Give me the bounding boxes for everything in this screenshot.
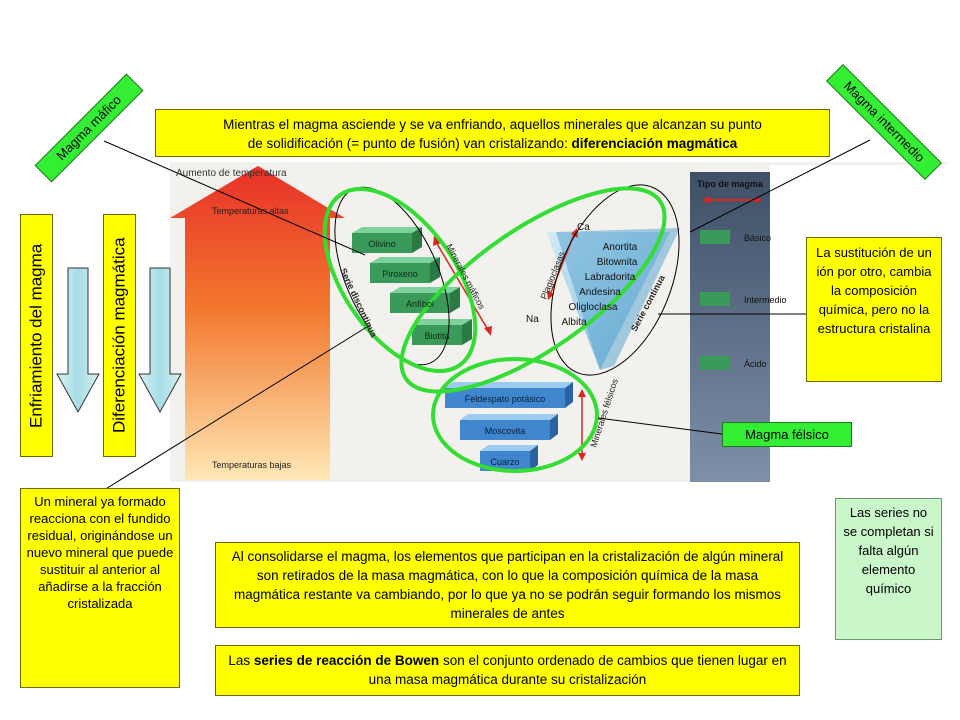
green-ring-continuous (399, 186, 667, 394)
side-label-differentiation: Diferenciación magmática (103, 214, 136, 457)
magma-type-header: Tipo de magma (697, 179, 764, 189)
side-label-differentiation-text: Diferenciación magmática (109, 237, 129, 434)
temp-high: Temperaturas altas (212, 206, 289, 216)
mineral-biotita: Biotita (424, 331, 449, 341)
mineral-feldespato: Feldespato potásico (465, 394, 546, 404)
mineral-piroxeno: Piroxeno (382, 269, 418, 279)
mineral-albita: Albita (561, 317, 586, 328)
reaction-text: Un mineral ya formado reacciona con el f… (26, 494, 174, 611)
incomplete-series-text: Las series no se completan si falta algú… (843, 505, 934, 596)
magma-type-basico: Básico (744, 233, 771, 243)
differentiation-down-arrow (138, 267, 182, 414)
bowen-suffix: son el conjunto ordenado de cambios que … (368, 653, 787, 687)
temp-header: Aumento de temperatura (176, 168, 287, 179)
bowen-bold: series de reacción de Bowen (253, 653, 440, 668)
substitution-text: La sustitución de un ión por otro, cambi… (816, 245, 932, 336)
mineral-olivino: Olivino (368, 239, 396, 249)
green-ring-felsic (431, 357, 599, 473)
consolidation-box: Al consolidarse el magma, los elementos … (215, 542, 800, 628)
substitution-box: La sustitución de un ión por otro, cambi… (806, 237, 942, 382)
side-label-cooling: Enfriamiento del magma (20, 214, 53, 457)
top-explanation-line2: de solidificación (= punto de fusión) va… (247, 136, 572, 151)
top-explanation-box: Mientras el magma asciende y se va enfri… (155, 109, 830, 157)
consolidation-text: Al consolidarse el magma, los elementos … (231, 549, 784, 621)
magma-type-intermedio: Intermedio (744, 295, 787, 305)
connector-felsic (597, 417, 723, 435)
top-explanation-line1: Mientras el magma asciende y se va enfri… (223, 117, 762, 132)
tag-magma-felsico-label: Magma félsico (745, 427, 829, 442)
incomplete-series-box: Las series no se completan si falta algú… (835, 498, 942, 640)
mineral-moscovita: Moscovita (485, 426, 526, 436)
bowen-prefix: Las (228, 653, 254, 668)
magma-type-acido: Ácido (744, 359, 767, 369)
cooling-down-arrow (56, 267, 100, 414)
top-explanation-bold: diferenciación magmática (571, 136, 738, 151)
connector-reaction (103, 324, 371, 491)
side-label-cooling-text: Enfriamiento del magma (26, 243, 46, 428)
mineral-anfibol: Anfíbol (406, 299, 434, 309)
continuous-oval (550, 184, 680, 376)
connector-intermediate (689, 139, 871, 233)
felsic-blocks (445, 382, 573, 471)
temp-low: Temperaturas bajas (212, 460, 292, 470)
label-ca: Ca (577, 222, 590, 233)
mineral-oligloclasa: Oligloclasa (569, 302, 618, 313)
label-na: Na (526, 314, 539, 325)
bowen-definition-box: Las series de reacción de Bowen son el c… (215, 645, 800, 696)
mineral-andesina: Andesina (579, 287, 621, 298)
mineral-anortita: Anortita (603, 242, 638, 253)
reaction-box: Un mineral ya formado reacciona con el f… (20, 488, 180, 688)
mineral-cuarzo: Cuarzo (490, 457, 519, 467)
connector-mafic (103, 140, 366, 256)
green-ring-discontinuous (322, 186, 478, 374)
tag-magma-felsico: Magma félsico (722, 422, 852, 447)
mineral-labradorita: Labradorita (585, 272, 636, 283)
temperature-arrow (170, 166, 345, 480)
mineral-bitownita: Bitownita (597, 257, 638, 268)
